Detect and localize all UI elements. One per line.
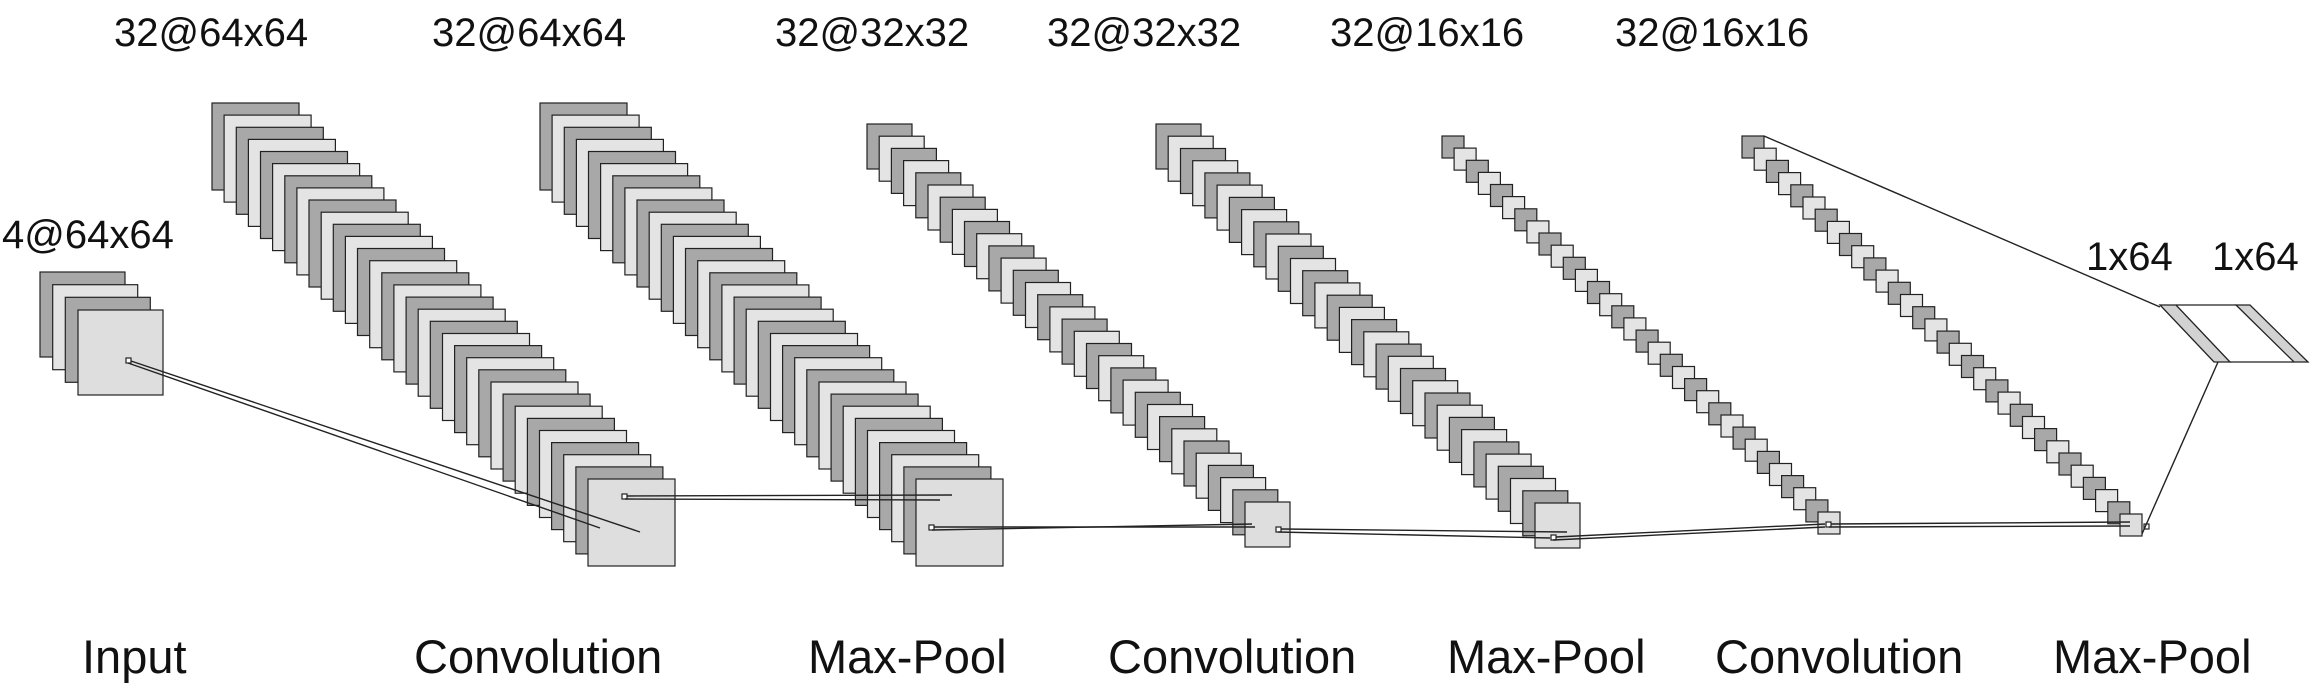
dense-layers bbox=[2158, 304, 2310, 363]
connection-lines bbox=[127, 135, 2219, 541]
connection-line bbox=[626, 494, 953, 497]
stage-label-convolution-3: Convolution bbox=[1715, 630, 1963, 683]
dense-layer-2 bbox=[2234, 304, 2310, 363]
feature-map bbox=[2119, 513, 2143, 537]
dim-label-conv1: 32@64x64 bbox=[114, 11, 308, 55]
feature-map bbox=[915, 478, 1004, 567]
conv1-feature-maps bbox=[211, 102, 676, 567]
pool1-feature-maps bbox=[866, 123, 1291, 548]
kernel-markers bbox=[125, 357, 2150, 541]
feature-map-stacks bbox=[39, 102, 2143, 567]
connection-line bbox=[1277, 531, 1551, 539]
stage-label-convolution-1: Convolution bbox=[414, 630, 662, 683]
conv2-feature-maps bbox=[539, 102, 1004, 567]
connection-line bbox=[1552, 526, 1826, 541]
feature-map bbox=[1534, 502, 1581, 549]
projection-line bbox=[1763, 135, 2161, 308]
stage-label-maxpool-2: Max-Pool bbox=[1447, 630, 1646, 683]
connection-line bbox=[1828, 525, 2131, 528]
dim-label-conv2: 32@64x64 bbox=[432, 11, 626, 55]
connection-line bbox=[931, 523, 1253, 531]
stage-label-maxpool-1: Max-Pool bbox=[808, 630, 1007, 683]
kernel-marker-pool1 bbox=[1275, 526, 1282, 533]
connection-line bbox=[1555, 523, 1826, 538]
stage-label-maxpool-3: Max-Pool bbox=[2053, 630, 2252, 683]
stage-label-input: Input bbox=[82, 630, 187, 683]
conv4-feature-maps bbox=[1741, 135, 2143, 537]
dim-label-dense2: 1x64 bbox=[2212, 235, 2299, 279]
feature-map bbox=[587, 478, 676, 567]
dim-label-conv4: 32@16x16 bbox=[1615, 11, 1809, 55]
connection-line bbox=[1830, 521, 2131, 525]
feature-map bbox=[1244, 501, 1291, 548]
dim-label-input: 4@64x64 bbox=[2, 213, 174, 257]
stage-label-convolution-2: Convolution bbox=[1108, 630, 1356, 683]
projection-line bbox=[2141, 361, 2219, 535]
dim-label-pool2: 32@16x16 bbox=[1330, 11, 1524, 55]
conv3-feature-maps bbox=[1155, 123, 1581, 549]
kernel-marker-conv2 bbox=[928, 524, 935, 531]
dim-label-pool1: 32@32x32 bbox=[775, 11, 969, 55]
pool2-feature-maps bbox=[1441, 135, 1841, 535]
feature-map bbox=[77, 309, 164, 396]
kernel-marker-conv1 bbox=[621, 493, 628, 500]
input-feature-maps bbox=[39, 271, 164, 396]
dim-label-conv3: 32@32x32 bbox=[1047, 11, 1241, 55]
connection-line bbox=[127, 362, 601, 529]
dim-label-dense1: 1x64 bbox=[2086, 235, 2173, 279]
dimension-labels: 4@64x64 32@64x64 32@64x64 32@32x32 32@32… bbox=[2, 11, 2299, 279]
connection-line bbox=[130, 360, 641, 533]
connection-line bbox=[624, 498, 941, 501]
kernel-marker-input bbox=[125, 357, 132, 364]
dense-layer-1 bbox=[2158, 304, 2232, 363]
kernel-marker-pool2 bbox=[1825, 521, 1832, 528]
stage-labels: Input Convolution Max-Pool Convolution M… bbox=[82, 630, 2252, 683]
connection-line bbox=[1280, 528, 1568, 533]
